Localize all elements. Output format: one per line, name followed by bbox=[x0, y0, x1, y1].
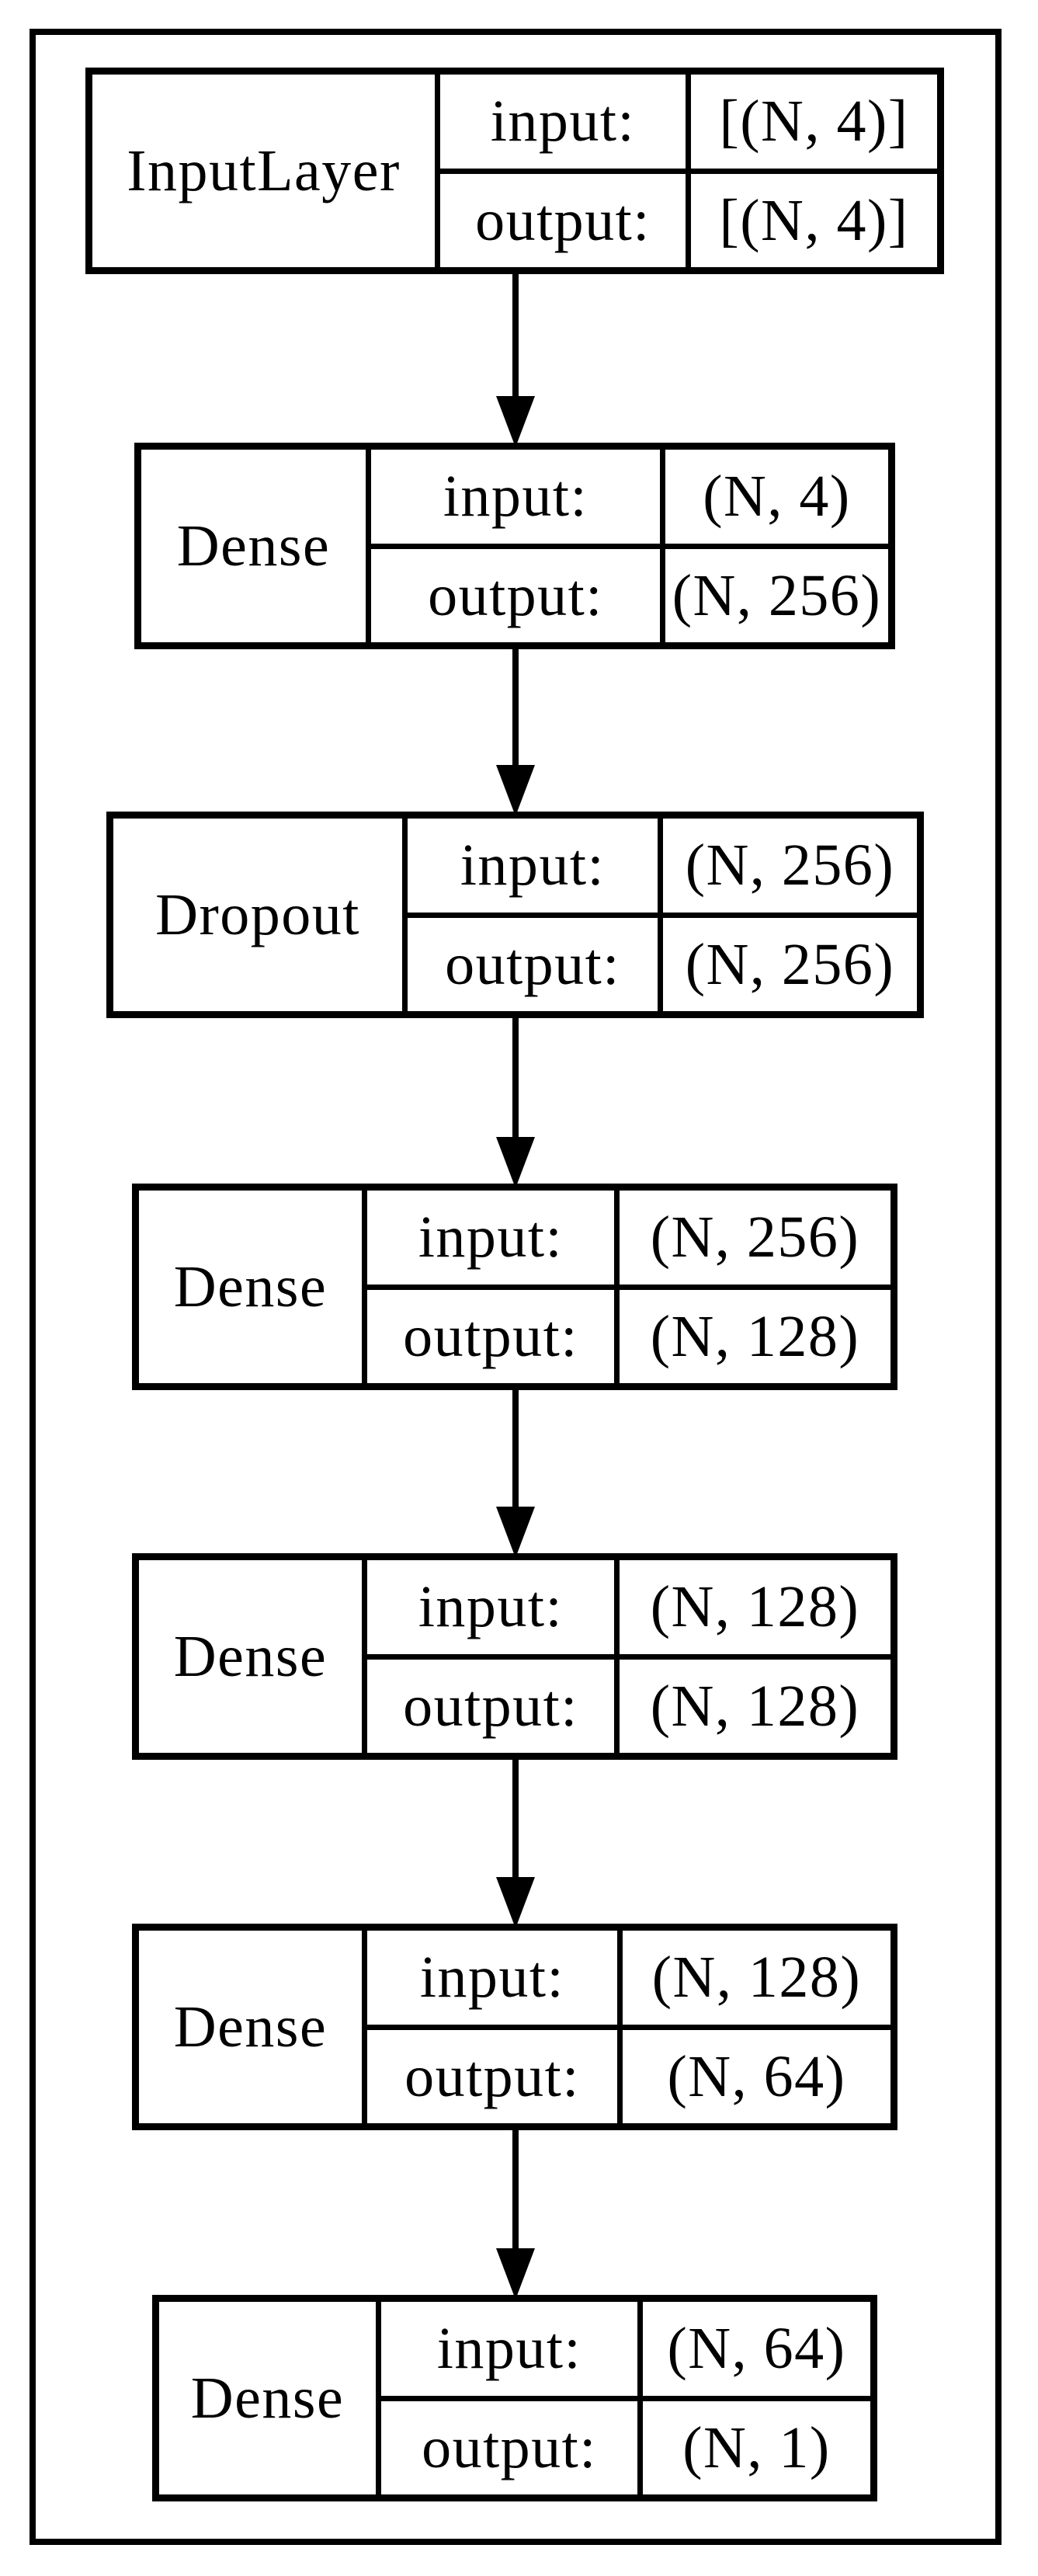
layer-name: Dense bbox=[159, 2302, 381, 2494]
input-shape: (N, 128) bbox=[623, 1931, 890, 2030]
flow-arrow bbox=[496, 2129, 535, 2300]
output-shape: [(N, 4)] bbox=[719, 187, 909, 253]
output-label: output: bbox=[403, 1673, 578, 1739]
input-shape: (N, 128) bbox=[620, 1560, 890, 1660]
input-shape: (N, 4) bbox=[665, 450, 888, 549]
layer-node-dense-1: Dense input: output: (N, 4) (N, 256) bbox=[134, 443, 895, 649]
arrow-down-icon bbox=[496, 2248, 535, 2300]
outer-frame bbox=[30, 29, 1002, 2545]
output-label: output: bbox=[475, 187, 651, 253]
arrow-down-icon bbox=[496, 1137, 535, 1188]
output-label: output: bbox=[428, 562, 603, 628]
output-shape: (N, 256) bbox=[672, 562, 882, 628]
input-label: input: bbox=[367, 1191, 614, 1290]
input-label: input: bbox=[371, 450, 660, 549]
layer-node-dropout: Dropout input: output: (N, 256) (N, 256) bbox=[106, 812, 924, 1018]
input-label: input: bbox=[381, 2302, 637, 2401]
flow-arrow bbox=[496, 1389, 535, 1558]
arrow-down-icon bbox=[496, 1877, 535, 1928]
output-label: output: bbox=[422, 2414, 597, 2480]
output-label: output: bbox=[445, 931, 620, 997]
layer-node-dense-4: Dense input: output: (N, 128) (N, 64) bbox=[132, 1924, 897, 2130]
arrow-down-icon bbox=[496, 765, 535, 816]
input-shape: (N, 256) bbox=[620, 1191, 890, 1290]
input-label: input: bbox=[408, 819, 658, 918]
arrow-shaft bbox=[512, 2129, 519, 2254]
arrow-shaft bbox=[512, 273, 519, 402]
layer-node-inputlayer: InputLayer input: output: [(N, 4)] [(N, … bbox=[85, 68, 944, 274]
flow-arrow bbox=[496, 1758, 535, 1928]
arrow-down-icon bbox=[496, 396, 535, 447]
arrow-shaft bbox=[512, 1017, 519, 1143]
output-shape: (N, 128) bbox=[650, 1673, 860, 1739]
input-shape: [(N, 4)] bbox=[691, 75, 937, 174]
output-shape: (N, 256) bbox=[685, 931, 895, 997]
layer-name: Dense bbox=[139, 1191, 367, 1383]
output-shape: (N, 64) bbox=[667, 2043, 846, 2109]
input-label: input: bbox=[367, 1931, 617, 2030]
layer-name: Dense bbox=[141, 450, 371, 642]
input-label: input: bbox=[367, 1560, 614, 1660]
arrow-shaft bbox=[512, 1389, 519, 1513]
layer-name: Dense bbox=[139, 1931, 367, 2123]
flow-arrow bbox=[496, 1017, 535, 1188]
arrow-down-icon bbox=[496, 1507, 535, 1558]
output-shape: (N, 128) bbox=[650, 1303, 860, 1369]
flow-arrow bbox=[496, 648, 535, 816]
layer-name: InputLayer bbox=[92, 75, 440, 267]
input-shape: (N, 256) bbox=[663, 819, 917, 918]
layer-node-dense-2: Dense input: output: (N, 256) (N, 128) bbox=[132, 1184, 897, 1390]
layer-node-dense-3: Dense input: output: (N, 128) (N, 128) bbox=[132, 1553, 897, 1760]
layer-name: Dense bbox=[139, 1560, 367, 1753]
flow-arrow bbox=[496, 273, 535, 447]
arrow-shaft bbox=[512, 1758, 519, 1883]
arrow-shaft bbox=[512, 648, 519, 771]
layer-node-dense-5: Dense input: output: (N, 64) (N, 1) bbox=[152, 2295, 877, 2501]
output-label: output: bbox=[403, 1303, 578, 1369]
input-label: input: bbox=[440, 75, 686, 174]
output-label: output: bbox=[404, 2043, 580, 2109]
layer-name: Dropout bbox=[113, 819, 408, 1011]
input-shape: (N, 64) bbox=[643, 2302, 870, 2401]
output-shape: (N, 1) bbox=[682, 2414, 831, 2480]
